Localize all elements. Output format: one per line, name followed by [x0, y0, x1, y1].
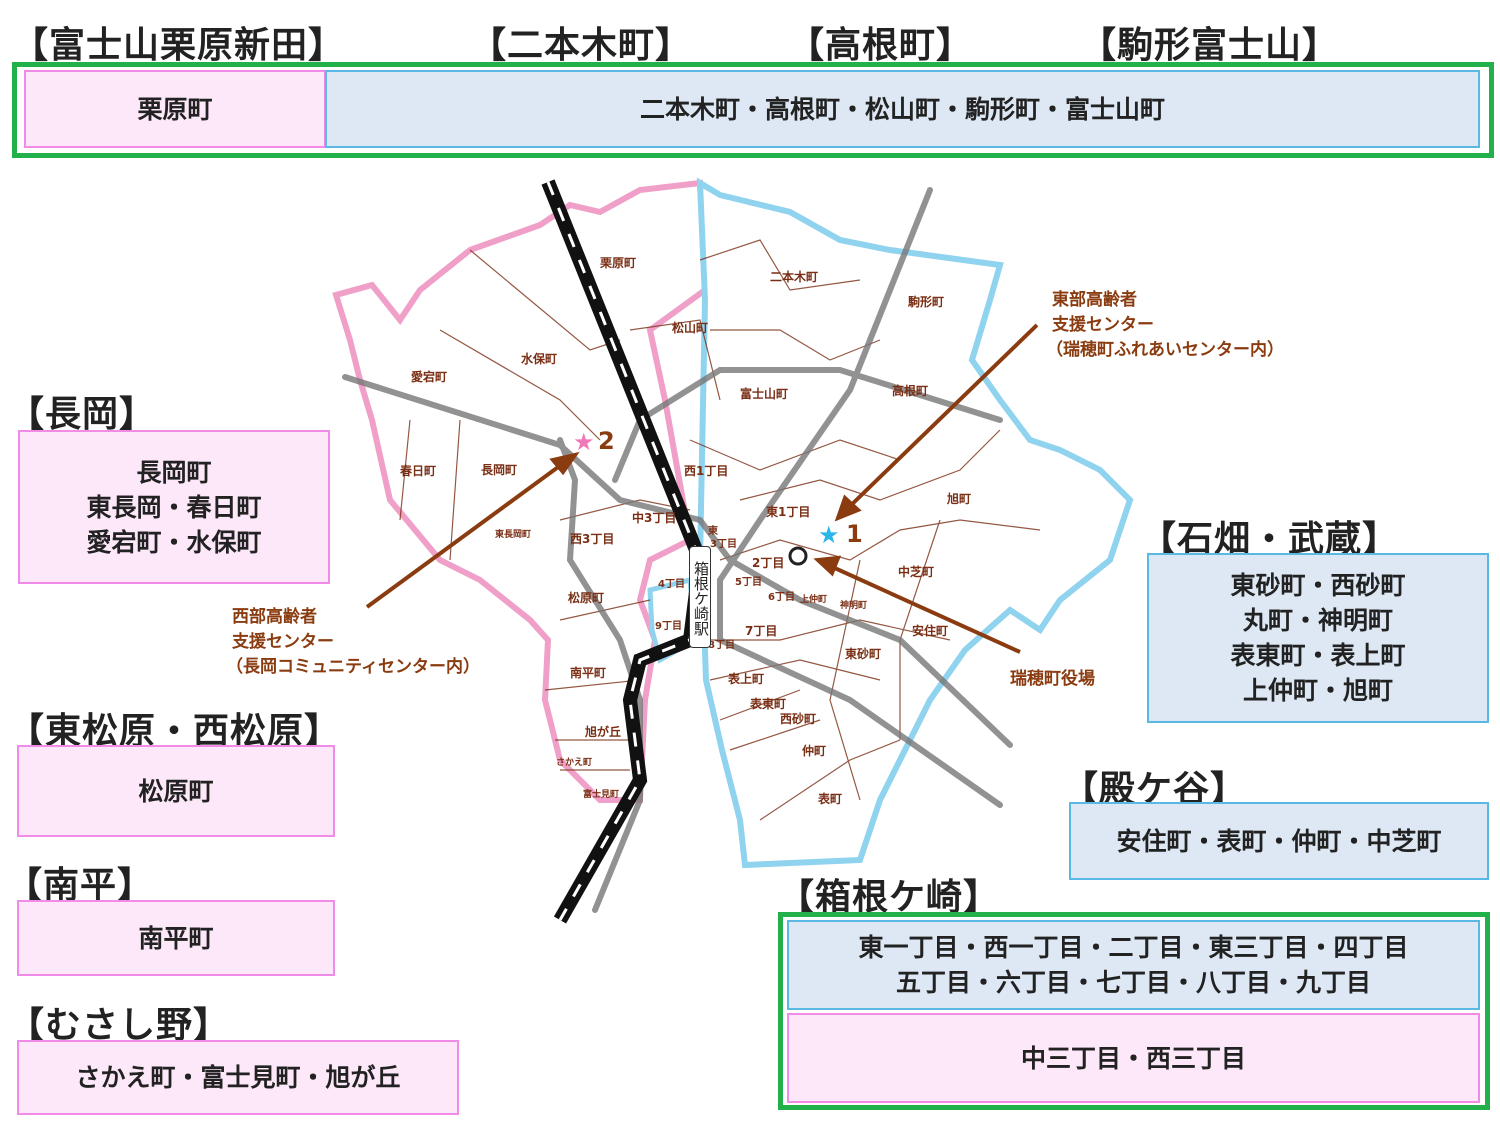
heading-nihongi: 【二本木町】: [470, 25, 693, 66]
map-label: 富士山町: [740, 387, 789, 401]
map-label: 神明町: [840, 601, 868, 611]
box-text: 松原町: [138, 776, 214, 806]
box-tonogaya: 安住町・表町・仲町・中芝町: [1069, 802, 1489, 880]
map-label: 東: [708, 526, 718, 537]
heading-minamidaira: 【南平】: [6, 865, 155, 906]
box-musashino: さかえ町・富士見町・旭が丘: [17, 1040, 459, 1115]
hakonegasaki-group-frame: [778, 912, 1490, 1110]
marker-2: 2: [598, 427, 615, 455]
map-label: 駒形町: [908, 295, 945, 309]
box-text: 表東町・表上町: [1230, 641, 1406, 670]
map-label: 東1丁目: [766, 505, 811, 519]
north-group-frame: [12, 62, 1494, 158]
map-label: 6丁目: [768, 592, 795, 603]
map-label: 中3丁目: [632, 511, 677, 525]
map-label: 西3丁目: [570, 532, 615, 546]
map-label: 上仲町: [800, 595, 828, 605]
map-label: 水保町: [521, 352, 558, 366]
town-hall-icon: [788, 546, 808, 566]
map-label: 高根町: [892, 384, 929, 398]
heading-fujisan: 【富士山栗原新田】: [12, 25, 346, 66]
map-label: 安住町: [912, 624, 949, 638]
map-label: 2丁目: [752, 556, 785, 570]
box-text: 東長岡・春日町: [86, 492, 262, 522]
map-label: 仲町: [802, 744, 827, 758]
town-hall-callout: 瑞穂町役場: [1010, 669, 1095, 689]
map-label: 東長岡町: [495, 530, 532, 540]
box-east-north: 二本木町・高根町・松山町・駒形町・富士山町: [325, 70, 1480, 148]
map-label: 表町: [818, 792, 843, 806]
map-label: 表東町: [750, 697, 787, 711]
map-label: 5丁目: [735, 577, 762, 588]
map-label: 旭が丘: [585, 725, 622, 739]
box-text: 安住町・表町・仲町・中芝町: [1116, 826, 1442, 856]
box-text: 長岡町: [136, 457, 212, 487]
town-hall-arrow: [827, 563, 1021, 654]
callout-text: 東部高齢者: [1052, 290, 1137, 310]
heading-takane: 【高根町】: [788, 25, 974, 66]
map-label: 長岡町: [481, 463, 518, 477]
callout-arrows: [365, 323, 1039, 654]
map-label: 3丁目: [710, 539, 737, 550]
map-label: 西砂町: [780, 712, 817, 726]
east-area: [696, 177, 1134, 869]
box-hakonegasaki-a: 東一丁目・西一丁目・二丁目・東三丁目・四丁目五丁目・六丁目・七丁目・八丁目・九丁…: [787, 920, 1480, 1010]
box-text: 栗原町: [137, 94, 213, 124]
east-center-arrow: [844, 323, 1039, 512]
star-icon: ★: [818, 521, 840, 549]
map-label: 中芝町: [898, 565, 935, 579]
callout-text: （瑞穂町ふれあいセンター内）: [1046, 340, 1284, 360]
callout-text: （長岡コミュニティセンター内）: [226, 657, 480, 677]
heading-musashino: 【むさし野】: [8, 1005, 231, 1046]
box-text: 中三丁目・西三丁目: [1020, 1043, 1246, 1073]
map-label: 4丁目: [658, 579, 685, 590]
west-center-callout: 西部高齢者支援センター （長岡コミュニティセンター内）: [226, 605, 480, 680]
box-matsubara: 松原町: [17, 745, 335, 837]
map-label: さかえ町: [556, 758, 593, 768]
box-text: 二本木町・高根町・松山町・駒形町・富士山町: [639, 94, 1165, 124]
map-label: 表上町: [728, 672, 765, 686]
map-label: 松原町: [568, 591, 605, 605]
west-center-arrow: [365, 460, 567, 609]
box-text: 五丁目・六丁目・七丁目・八丁目・九丁目: [895, 968, 1371, 997]
map-label: 栗原町: [600, 256, 637, 270]
heading-hakonegasaki: 【箱根ケ崎】: [778, 877, 1001, 918]
box-text: 愛宕町・水保町: [86, 527, 262, 557]
callout-text: 支援センター: [232, 632, 334, 652]
callout-text: 西部高齢者: [232, 607, 317, 627]
box-text: 東一丁目・西一丁目・二丁目・東三丁目・四丁目: [858, 933, 1409, 962]
box-ishibatake: 東砂町・西砂町丸町・神明町表東町・表上町上仲町・旭町: [1147, 553, 1489, 723]
west-area: [332, 179, 709, 803]
box-minamidaira: 南平町: [17, 900, 335, 976]
box-text: 東砂町・西砂町: [1230, 571, 1406, 600]
box-kurihara: 栗原町: [24, 70, 326, 148]
box-nagaoka: 長岡町東長岡・春日町愛宕町・水保町: [18, 430, 330, 584]
map-label: 松山町: [672, 321, 709, 335]
heading-nagaoka: 【長岡】: [8, 394, 157, 435]
map-label: 東砂町: [845, 647, 882, 661]
map-label: 南平町: [570, 666, 607, 680]
map-label: 7丁目: [745, 624, 778, 638]
map-label: 二本木町: [770, 270, 819, 284]
station-label: 箱根ケ崎駅: [689, 546, 711, 648]
callout-text: 支援センター: [1052, 315, 1154, 335]
map-label: 富士見町: [583, 790, 620, 800]
map-label: 8丁目: [708, 640, 735, 651]
heading-komagata: 【駒形富士山】: [1080, 25, 1340, 66]
box-text: 丸町・神明町: [1242, 606, 1393, 635]
map-label: 春日町: [400, 464, 437, 478]
box-hakonegasaki-b: 中三丁目・西三丁目: [787, 1013, 1480, 1103]
box-text: 上仲町・旭町: [1242, 676, 1393, 705]
east-center-callout: 東部高齢者支援センター （瑞穂町ふれあいセンター内）: [1046, 288, 1284, 363]
star-icon: ★: [573, 428, 595, 456]
map-label: 旭町: [947, 492, 972, 506]
map-label: 西1丁目: [684, 464, 729, 478]
map-label: 9丁目: [655, 621, 682, 632]
box-text: さかえ町・富士見町・旭が丘: [75, 1063, 401, 1092]
map-label: 愛宕町: [411, 370, 448, 384]
box-text: 南平町: [138, 923, 214, 953]
marker-1: 1: [846, 520, 863, 548]
